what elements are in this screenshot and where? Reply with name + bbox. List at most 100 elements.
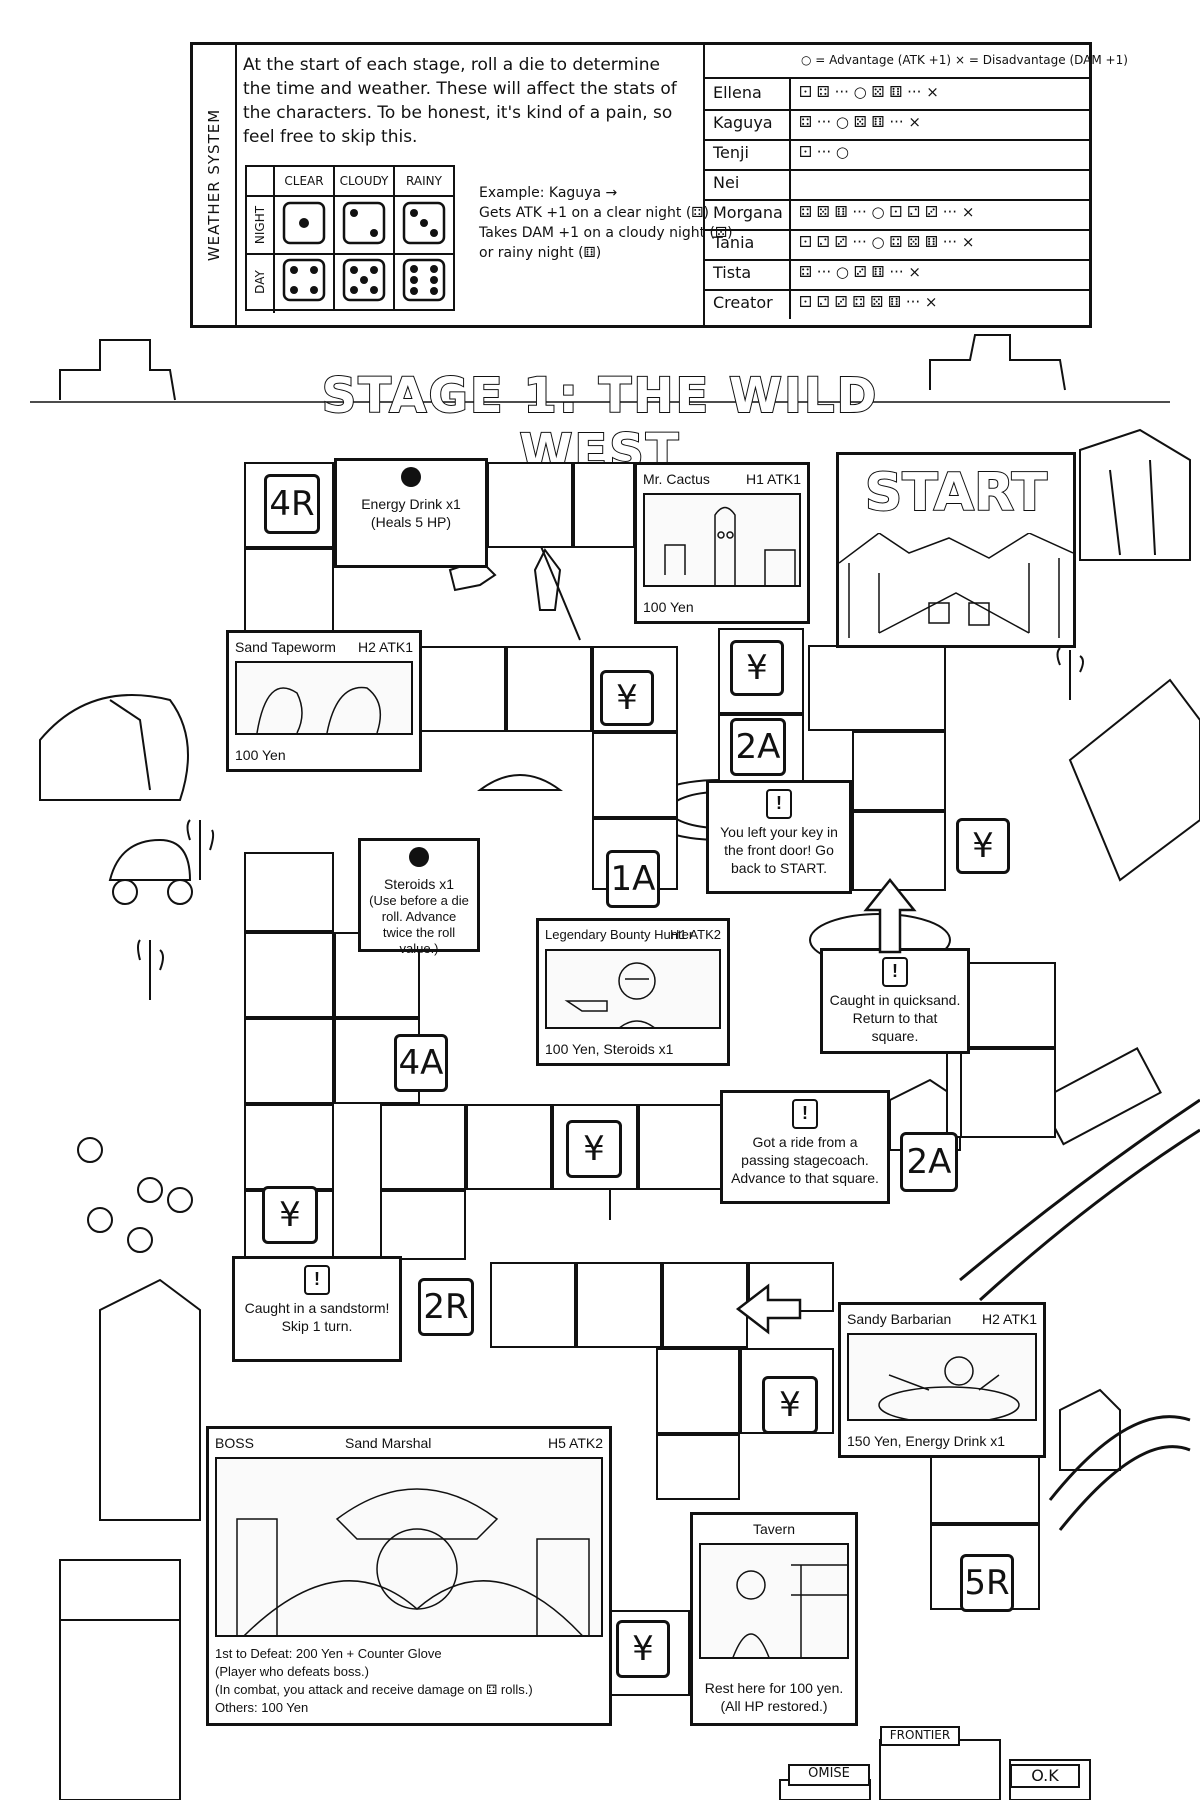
enemy-sand-tapeworm[interactable]: Sand Tapeworm H2 ATK1 100 Yen [226, 630, 422, 772]
weather-sidebar: WEATHER SYSTEM [193, 45, 237, 325]
item-energy-drink[interactable]: Energy Drink x1 (Heals 5 HP) [334, 458, 488, 568]
exclamation-icon: ! [882, 957, 908, 987]
board-square[interactable] [244, 932, 334, 1018]
yen-tag[interactable]: ¥ [262, 1186, 318, 1244]
move-tag-5r[interactable]: 5R [960, 1554, 1014, 1612]
item-steroids[interactable]: Steroids x1 (Use before a die roll. Adva… [358, 838, 480, 956]
board-square[interactable] [506, 646, 592, 732]
event-quicksand-text: Caught in quicksand. Return to that squa… [829, 992, 961, 1044]
move-tag-4a[interactable]: 4A [394, 1034, 448, 1092]
enemy-sandy-barbarian[interactable]: Sandy Barbarian H2 ATK1 150 Yen, Energy … [838, 1302, 1046, 1458]
boss-sand-marshal[interactable]: BOSS Sand Marshal H5 ATK2 1st to Defeat:… [206, 1426, 612, 1726]
character-stats-table: ○ = Advantage (ATK +1) × = Disadvantage … [703, 45, 1128, 325]
weather-example: Example: Kaguya → Gets ATK +1 on a clear… [479, 183, 733, 263]
sign-omise: OMISE [788, 1764, 870, 1786]
board-square[interactable] [638, 1104, 724, 1190]
yen-tag[interactable]: ¥ [600, 670, 654, 726]
example-line-2: Gets ATK +1 on a clear night (⚃) [479, 205, 709, 221]
tavern-space[interactable]: Tavern Rest here for 100 yen. (All HP re… [690, 1512, 858, 1726]
board-square[interactable] [487, 462, 573, 548]
boss-reward-line-4: Others: 100 Yen [215, 1700, 309, 1715]
yen-tag[interactable]: ¥ [730, 640, 784, 696]
event-key-left[interactable]: ! You left your key in the front door! G… [706, 780, 852, 894]
die-4 [275, 255, 335, 309]
pot-icon [409, 847, 429, 867]
enemy-mr-cactus[interactable]: Mr. Cactus H1 ATK1 100 Yen [634, 462, 810, 624]
board-square-edge [946, 1048, 960, 1138]
start-space[interactable]: START [836, 452, 1076, 648]
tavern-line-2: (All HP restored.) [720, 1698, 828, 1714]
boss-name: Sand Marshal [345, 1435, 432, 1451]
board-square[interactable] [244, 1018, 334, 1104]
boss-rewards: 1st to Defeat: 200 Yen + Counter Glove (… [215, 1645, 533, 1717]
stats-legend: ○ = Advantage (ATK +1) × = Disadvantage … [705, 45, 1128, 79]
enemy-legendary-bounty-hunter[interactable]: Legendary Bounty Hunter H1 ATK2 100 Yen,… [536, 918, 730, 1066]
board-square[interactable] [852, 731, 946, 811]
board-square[interactable] [576, 1262, 662, 1348]
board-square[interactable] [420, 646, 506, 732]
pot-icon [401, 467, 421, 487]
move-tag-1a[interactable]: 1A [606, 850, 660, 908]
enemy-stats: H1 ATK1 [746, 471, 801, 487]
item-steroids-sub: (Use before a die roll. Advance twice th… [369, 893, 469, 956]
yen-tag[interactable]: ¥ [616, 1620, 670, 1678]
board-square[interactable] [380, 1104, 466, 1190]
board-square[interactable] [380, 1190, 466, 1260]
stat-row-kaguya: Kaguya⚃ ··· ○ ⚄ ⚅ ··· × [705, 109, 1089, 141]
board-square[interactable] [244, 1104, 334, 1190]
cactus-illustration [643, 493, 801, 587]
board-square[interactable] [573, 462, 635, 548]
board-square[interactable] [244, 852, 334, 932]
stat-row-morgana: Morgana⚃ ⚄ ⚅ ··· ○ ⚀ ⚁ ⚂ ··· × [705, 199, 1089, 231]
sign-frontier: FRONTIER [880, 1726, 960, 1746]
enemy-reward: 150 Yen, Energy Drink x1 [847, 1433, 1005, 1449]
event-quicksand[interactable]: ! Caught in quicksand. Return to that sq… [820, 948, 970, 1054]
board-square[interactable] [466, 1104, 552, 1190]
board-square[interactable] [592, 732, 678, 818]
die-5 [335, 255, 395, 309]
move-tag-4r[interactable]: 4R [264, 474, 320, 534]
item-steroids-label: Steroids x1 [383, 876, 455, 892]
example-line-3: Takes DAM +1 on a cloudy night (⚄) [479, 225, 733, 241]
example-line-1: Example: Kaguya → [479, 185, 618, 201]
die-6 [395, 255, 453, 309]
yen-tag[interactable]: ¥ [566, 1120, 622, 1178]
board-square[interactable] [656, 1434, 740, 1500]
sign-ok: O.K [1010, 1764, 1080, 1788]
boss-reward-line-1: 1st to Defeat: 200 Yen + Counter Glove [215, 1646, 442, 1661]
boss-tag: BOSS [215, 1435, 254, 1451]
grid-col-rainy: RAINY [395, 167, 453, 197]
stat-row-tania: Tania⚀ ⚁ ⚂ ··· ○ ⚃ ⚄ ⚅ ··· × [705, 229, 1089, 261]
board-square[interactable] [852, 811, 946, 891]
tavern-text: Rest here for 100 yen. (All HP restored.… [697, 1679, 851, 1715]
grid-col-cloudy: CLOUDY [335, 167, 395, 197]
board-square[interactable] [244, 548, 334, 632]
move-tag-2a-top[interactable]: 2A [730, 718, 786, 776]
weather-grid: CLEAR CLOUDY RAINY NIGHT DAY [245, 165, 455, 313]
tavern-name: Tavern [752, 1521, 796, 1537]
yen-tag[interactable]: ¥ [762, 1376, 818, 1434]
move-tag-2r[interactable]: 2R [418, 1278, 474, 1336]
item-energy-drink-label: Energy Drink x1 [361, 496, 461, 512]
event-stagecoach[interactable]: ! Got a ride from a passing stagecoach. … [720, 1090, 890, 1204]
grid-col-clear: CLEAR [275, 167, 335, 197]
stat-row-tista: Tista⚃ ··· ○ ⚂ ⚅ ··· × [705, 259, 1089, 291]
board-square[interactable] [490, 1262, 576, 1348]
legend-advantage: ○ = Advantage (ATK +1) [801, 53, 952, 67]
enemy-name: Sandy Barbarian [847, 1311, 952, 1327]
move-tag-2a-right[interactable]: 2A [900, 1132, 958, 1192]
enemy-stats: H2 ATK1 [982, 1311, 1037, 1327]
tavern-illustration [699, 1543, 849, 1659]
board-square[interactable] [808, 645, 946, 731]
board-square[interactable] [960, 1048, 1056, 1138]
up-arrow-icon [863, 877, 917, 954]
boss-reward-line-3: (In combat, you attack and receive damag… [215, 1682, 533, 1697]
event-sandstorm[interactable]: ! Caught in a sandstorm! Skip 1 turn. [232, 1256, 402, 1362]
yen-tag[interactable]: ¥ [956, 818, 1010, 874]
barbarian-illustration [847, 1333, 1037, 1421]
enemy-name: Sand Tapeworm [235, 639, 336, 655]
board-square[interactable] [656, 1348, 740, 1434]
weather-panel: WEATHER SYSTEM At the start of each stag… [190, 42, 1128, 328]
enemy-name: Mr. Cactus [643, 471, 710, 487]
left-arrow-icon [735, 1283, 802, 1335]
